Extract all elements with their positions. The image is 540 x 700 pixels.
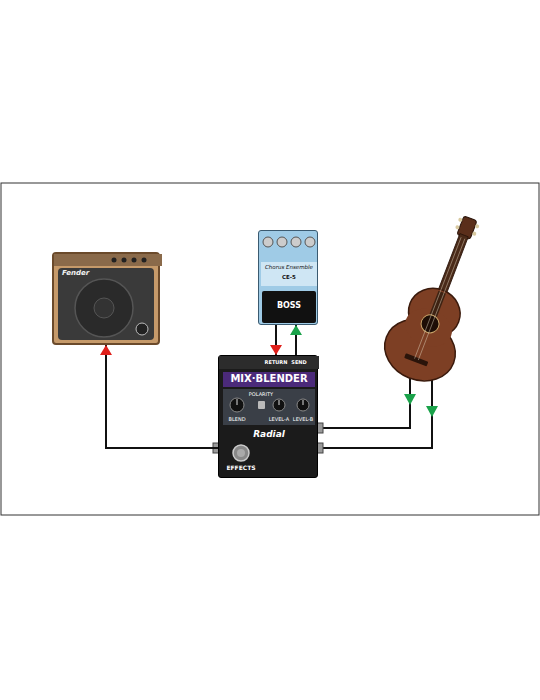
pedal-label: BLEND bbox=[229, 416, 246, 422]
arrow-head bbox=[100, 345, 112, 355]
cable-line bbox=[106, 345, 218, 448]
pedal-label: Fender bbox=[62, 269, 89, 277]
frame bbox=[1, 183, 539, 515]
pedal-label: EFFECTS bbox=[226, 464, 255, 471]
mix-blender-pedal: RETURNSEND MIX·BLENDER POLARITY BLEND LEVEL-… bbox=[218, 355, 318, 478]
pedal-label: MIX·BLENDER bbox=[230, 373, 307, 385]
pedal-label: LEVEL-B bbox=[293, 416, 313, 422]
pedal-label: Radial bbox=[253, 429, 285, 440]
acoustic-guitar bbox=[376, 205, 504, 390]
amplifier: Fender bbox=[52, 252, 160, 345]
pedal-label: CE-5 bbox=[282, 274, 296, 281]
pedal-label: RETURN bbox=[265, 359, 288, 365]
pedal-label: BOSS bbox=[277, 301, 301, 311]
pedal-label: SEND bbox=[291, 359, 306, 365]
pedal-label: POLARITY bbox=[249, 391, 273, 397]
signal-cable bbox=[100, 345, 218, 448]
signal-cable bbox=[270, 325, 282, 355]
signal-cable bbox=[290, 325, 302, 355]
guitar-cables bbox=[318, 372, 438, 448]
chorus-pedal: Chorus EnsembleCE-5BOSS bbox=[258, 230, 318, 325]
amplifier-art bbox=[54, 254, 162, 347]
pedal-label: Chorus Ensemble bbox=[265, 264, 313, 271]
arrow-head bbox=[270, 345, 282, 355]
arrow-head bbox=[290, 325, 302, 335]
pedal-label: LEVEL-A bbox=[269, 416, 289, 422]
